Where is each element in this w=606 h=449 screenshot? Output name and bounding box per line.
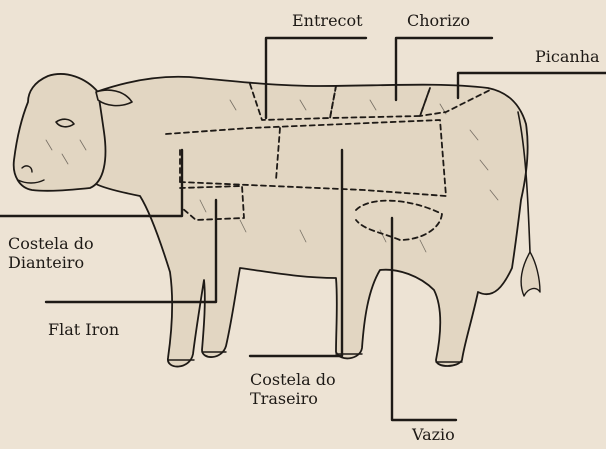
label-costela-traseiro: Costela do Traseiro [250, 370, 336, 408]
label-costela-traseiro-line1: Costela do [250, 370, 336, 389]
cow-head-outline [14, 74, 106, 191]
label-costela-dianteiro-line2: Dianteiro [8, 253, 94, 272]
label-costela-dianteiro: Costela do Dianteiro [8, 234, 94, 272]
label-vazio: Vazio [412, 425, 455, 444]
cow-tail-tuft [521, 252, 540, 296]
label-flat-iron: Flat Iron [48, 320, 119, 339]
label-costela-dianteiro-line1: Costela do [8, 234, 94, 253]
label-picanha: Picanha [535, 47, 600, 66]
label-entrecot: Entrecot [292, 11, 363, 30]
label-chorizo: Chorizo [407, 11, 470, 30]
cow-body-outline [96, 77, 528, 367]
label-costela-traseiro-line2: Traseiro [250, 389, 336, 408]
